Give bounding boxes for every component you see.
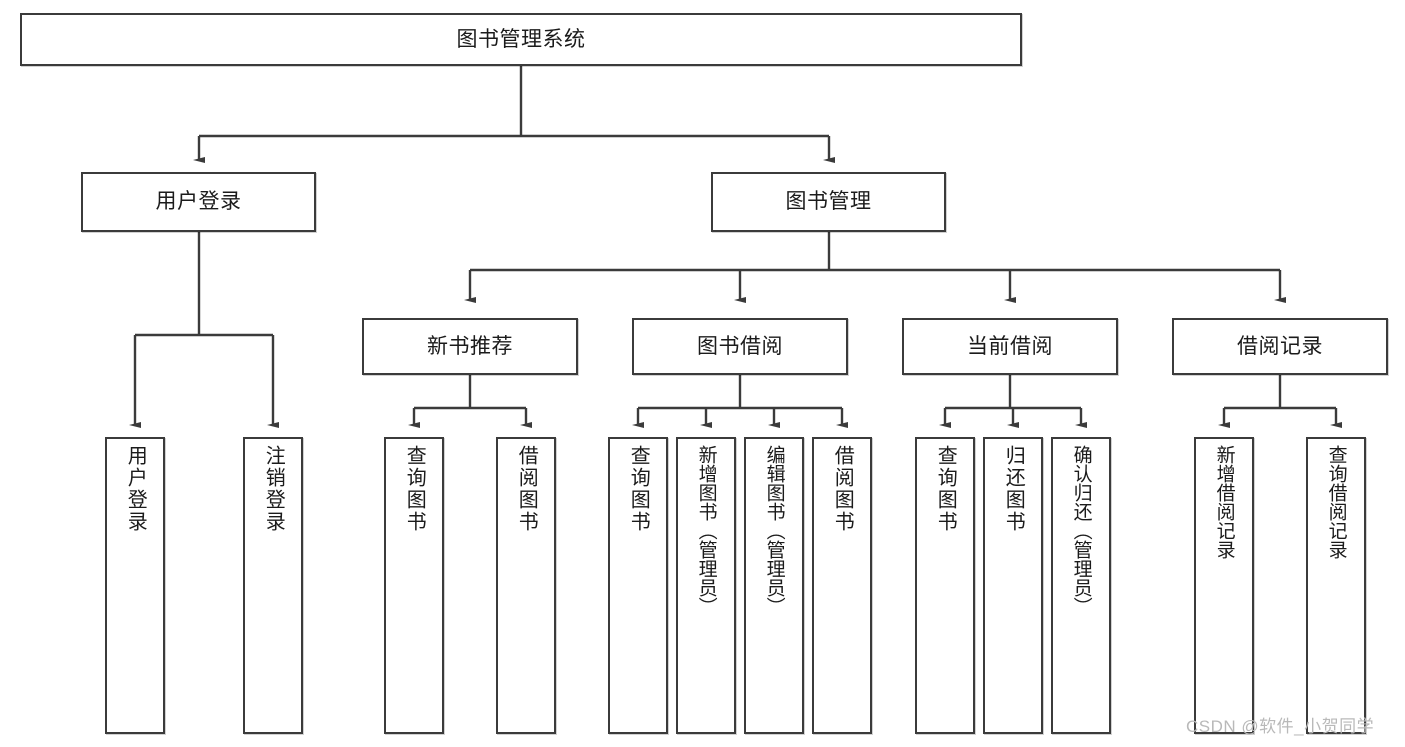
node-leaf-borrow-book-1[interactable]: 借阅图书 xyxy=(496,437,556,734)
node-user-login-label: 用户登录 xyxy=(155,190,242,214)
node-book-borrow[interactable]: 图书借阅 xyxy=(632,318,848,375)
node-leaf-query-book-1-label: 查询图书 xyxy=(403,445,426,533)
node-leaf-confirm-return[interactable]: 确认归还（管理员） xyxy=(1051,437,1111,734)
node-book-manage[interactable]: 图书管理 xyxy=(711,172,946,232)
node-leaf-edit-book-label: 编辑图书（管理员） xyxy=(763,445,785,616)
node-leaf-return-book[interactable]: 归还图书 xyxy=(983,437,1043,734)
node-root[interactable]: 图书管理系统 xyxy=(20,13,1022,66)
node-current-borrow-label: 当前借阅 xyxy=(967,334,1053,358)
node-leaf-borrow-book-2[interactable]: 借阅图书 xyxy=(812,437,872,734)
node-root-label: 图书管理系统 xyxy=(456,27,586,51)
node-book-borrow-label: 图书借阅 xyxy=(697,334,783,358)
node-leaf-logout-label: 注销登录 xyxy=(262,445,285,533)
node-leaf-add-book-label: 新增图书（管理员） xyxy=(695,445,717,616)
node-leaf-query-book-2-label: 查询图书 xyxy=(627,445,650,533)
node-leaf-return-book-label: 归还图书 xyxy=(1002,445,1025,533)
node-leaf-query-book-1[interactable]: 查询图书 xyxy=(384,437,444,734)
node-leaf-logout[interactable]: 注销登录 xyxy=(243,437,303,734)
node-leaf-add-book[interactable]: 新增图书（管理员） xyxy=(676,437,736,734)
node-new-book-recommend[interactable]: 新书推荐 xyxy=(362,318,578,375)
node-leaf-edit-book[interactable]: 编辑图书（管理员） xyxy=(744,437,804,734)
node-leaf-borrow-book-1-label: 借阅图书 xyxy=(515,445,538,533)
node-current-borrow[interactable]: 当前借阅 xyxy=(902,318,1118,375)
node-new-book-recommend-label: 新书推荐 xyxy=(427,334,513,358)
node-book-manage-label: 图书管理 xyxy=(785,190,872,214)
watermark: CSDN @软件_小贺同学 xyxy=(1186,717,1375,736)
node-leaf-query-book-3-label: 查询图书 xyxy=(934,445,957,533)
node-leaf-user-login-label: 用户登录 xyxy=(124,445,147,533)
node-leaf-query-record[interactable]: 查询借阅记录 xyxy=(1306,437,1366,734)
node-leaf-query-record-label: 查询借阅记录 xyxy=(1325,445,1347,559)
node-leaf-confirm-return-label: 确认归还（管理员） xyxy=(1070,445,1092,616)
node-leaf-borrow-book-2-label: 借阅图书 xyxy=(831,445,854,533)
node-leaf-query-book-2[interactable]: 查询图书 xyxy=(608,437,668,734)
node-borrow-record[interactable]: 借阅记录 xyxy=(1172,318,1388,375)
node-leaf-user-login[interactable]: 用户登录 xyxy=(105,437,165,734)
node-leaf-query-book-3[interactable]: 查询图书 xyxy=(915,437,975,734)
node-leaf-add-record-label: 新增借阅记录 xyxy=(1213,445,1235,559)
node-leaf-add-record[interactable]: 新增借阅记录 xyxy=(1194,437,1254,734)
node-borrow-record-label: 借阅记录 xyxy=(1237,334,1323,358)
node-user-login[interactable]: 用户登录 xyxy=(81,172,316,232)
